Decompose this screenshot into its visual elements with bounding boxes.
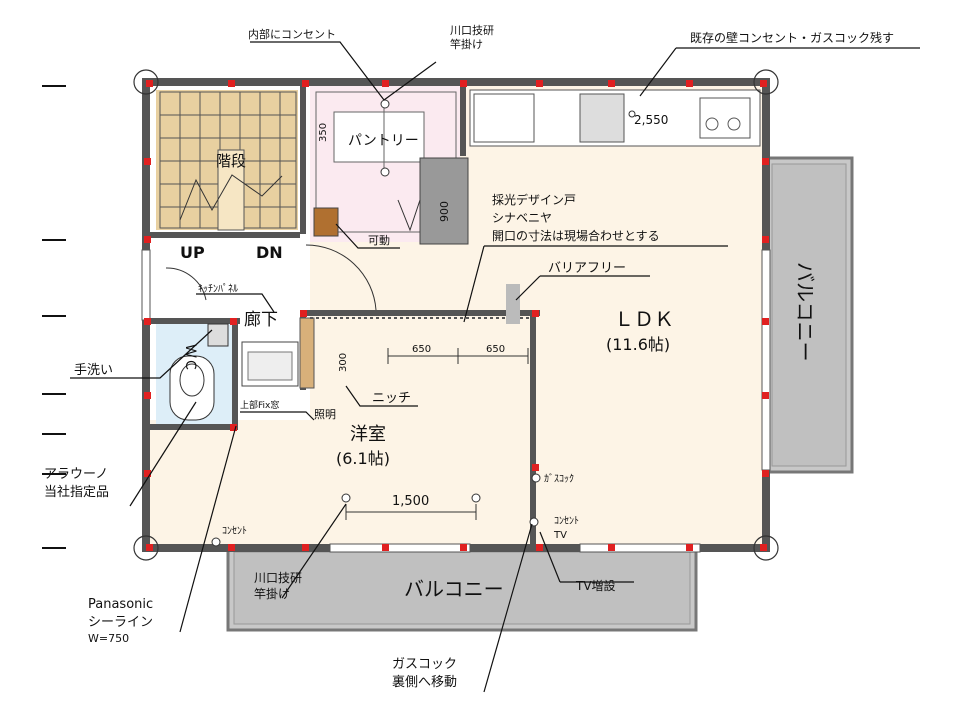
note-gas-cock: ｶﾞｽｺｯｸ (544, 473, 574, 485)
kitchen-width-dim: 2,550 (634, 113, 668, 127)
note-outlet: ｺﾝｾﾝﾄ (222, 525, 247, 537)
ldk-label: ＬＤＫ (614, 307, 674, 331)
note-barrier-free: バリアフリー (548, 261, 626, 276)
hall-label: 廊下 (244, 310, 278, 330)
niche (299, 317, 315, 389)
fix-window-inner (247, 351, 293, 381)
ldk-size-label: (11.6帖) (606, 335, 670, 354)
note-panasonic-1: Panasonic (88, 597, 153, 612)
note-saiko-door-3: 開口の寸法は現場合わせとする (492, 228, 660, 243)
niche-height-dim: 300 (338, 353, 349, 372)
pantry-label: パントリー (348, 133, 419, 149)
balcony-bottom-label: バルコニー (404, 577, 504, 601)
note-saiko-door-2: シナベニヤ (492, 211, 552, 225)
sliding-door-track (310, 317, 533, 530)
note-aalauno-2: 当社指定品 (44, 484, 109, 500)
pantry-shelves (315, 91, 457, 233)
note-gas-move-1: ガスコック (392, 657, 457, 672)
gas-cock-marker (531, 473, 541, 483)
note-lighting: 照明 (314, 408, 336, 421)
note-interior-outlet: 内部にコンセント (248, 27, 336, 41)
pantry-hook-top (380, 99, 390, 109)
stair-dn-label: DN (256, 243, 283, 262)
counter-900-dim: 900 (438, 201, 451, 222)
corner-circles (133, 69, 779, 561)
note-outlet-tv-1: ｺﾝｾﾝﾄ (554, 515, 579, 527)
stair-treads (159, 91, 297, 231)
balcony-right-label: バルコニー (793, 262, 817, 362)
dimension-lines (345, 348, 529, 520)
note-outlet-tv-2: TV (553, 530, 567, 541)
pantry-depth-dim: 350 (318, 123, 329, 142)
margin-ticks (42, 85, 66, 549)
western-floor (150, 420, 530, 546)
note-gas-move-2: 裏側へ移動 (392, 675, 457, 690)
window-width-dim: 1,500 (392, 494, 429, 509)
note-hand-wash: 手洗い (74, 363, 113, 378)
western-size-label: (6.1帖) (336, 449, 390, 468)
note-kawaguchi-bottom-1: 川口技研 (254, 571, 302, 585)
leader-lines (70, 41, 920, 693)
outlet-marker (211, 537, 221, 547)
note-upper-fix: 上部Fix窓 (240, 399, 279, 411)
note-kawaguchi-bottom-2: 竿掛け (254, 586, 290, 601)
note-niche: ニッチ (372, 391, 411, 406)
balcony-right-inner (771, 163, 847, 467)
western-hook-right (471, 493, 481, 503)
barrier-free-hatch (506, 284, 520, 324)
structural-posts (144, 80, 769, 551)
western-label: 洋室 (350, 424, 386, 445)
note-kawaguchi-top-1: 川口技研 (450, 24, 494, 37)
note-saiko-door-1: 採光デザイン戸 (492, 192, 576, 207)
note-panasonic-3: W=750 (88, 632, 129, 645)
toilet-label: ＷＣ (182, 344, 198, 372)
kitchen-outlet-marker (628, 110, 636, 118)
balcony-bottom-inner (233, 551, 691, 625)
note-kitchen-panel: ｷｯﾁﾝﾊﾟﾈﾙ (198, 283, 238, 295)
note-kawaguchi-top-2: 竿掛け (450, 37, 483, 51)
stair-label: 階段 (216, 152, 246, 170)
pantry-hook-bottom (380, 167, 390, 177)
toilet-fixture (169, 323, 229, 421)
door-right-dim: 650 (486, 344, 505, 355)
kitchen-counter (469, 89, 761, 147)
note-existing-wall: 既存の壁コンセント・ガスコック残す (690, 30, 894, 45)
western-hook-left (341, 493, 351, 503)
note-aalauno-1: アラウーノ (44, 467, 108, 482)
note-tv-add: TV増設 (575, 578, 616, 593)
stair-up-label: UP (180, 243, 205, 262)
note-movable: 可動 (368, 233, 390, 247)
storage-box (313, 207, 339, 237)
door-left-dim: 650 (412, 344, 431, 355)
note-panasonic-2: シーライン (88, 615, 153, 630)
counter-900 (419, 157, 469, 245)
